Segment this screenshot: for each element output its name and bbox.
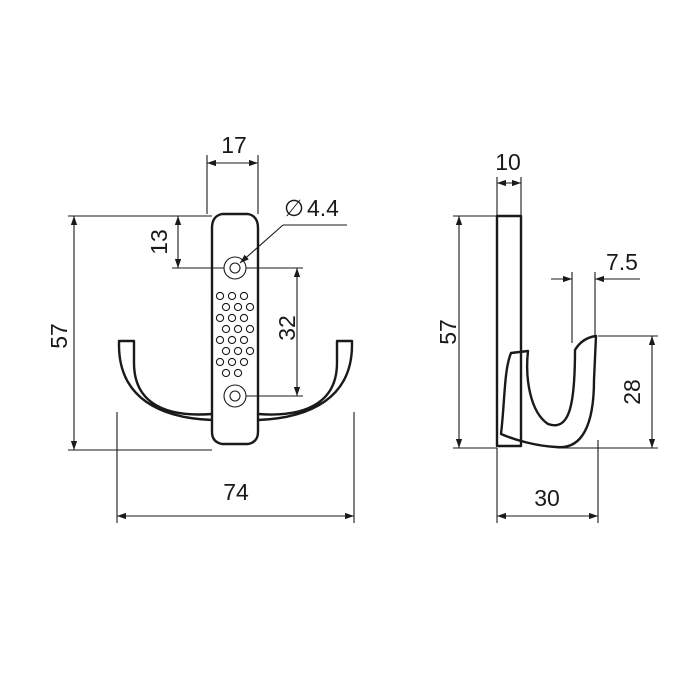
dim-tip-thickness: 7.5 [551, 249, 640, 343]
back-plate [210, 212, 260, 446]
dim-hole-diameter-label: 4.4 [307, 195, 339, 221]
dim-hole-spacing: 32 [246, 267, 303, 397]
dim-front-height-label: 57 [46, 323, 72, 349]
dot-pattern [215, 291, 255, 378]
dim-width-top-label: 17 [221, 132, 247, 158]
dim-width-top: 17 [206, 132, 259, 214]
dim-side-height: 57 [435, 215, 497, 449]
lower-screw-hole [223, 384, 247, 408]
dim-hole-diameter: ∅ 4.4 [239, 195, 347, 264]
dim-depth: 30 [496, 440, 599, 523]
dim-hole-offset-top: 13 [146, 215, 224, 269]
side-back-plate [495, 214, 523, 448]
dim-side-height-label: 57 [435, 319, 461, 345]
dim-hook-height-label: 28 [619, 379, 645, 405]
dim-front-height: 57 [46, 215, 212, 451]
left-hook [117, 339, 214, 422]
side-hook-profile [499, 334, 598, 449]
dim-hook-height: 28 [560, 335, 658, 449]
diameter-symbol: ∅ [284, 195, 304, 221]
dim-thickness: 10 [495, 149, 522, 216]
side-view: 10 7.5 57 28 30 [435, 149, 658, 523]
dim-overall-width: 74 [116, 412, 355, 523]
dim-tip-thickness-label: 7.5 [606, 249, 638, 275]
dim-depth-label: 30 [534, 485, 560, 511]
dim-thickness-label: 10 [495, 149, 521, 175]
dim-hole-offset-top-label: 13 [146, 229, 172, 255]
right-hook [256, 339, 354, 422]
dim-overall-width-label: 74 [223, 479, 249, 505]
front-view: 17 ∅ 4.4 13 32 57 [46, 132, 355, 523]
dim-hole-spacing-label: 32 [274, 315, 300, 341]
